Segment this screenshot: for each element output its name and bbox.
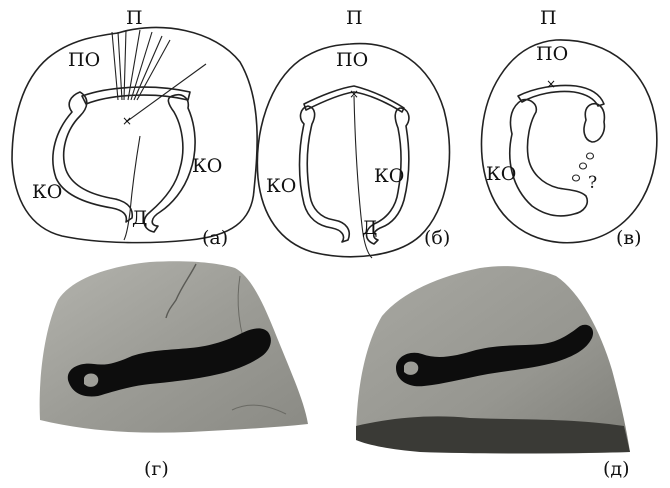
panel-a-caption: (а) <box>202 227 228 249</box>
panel-a-diagonal <box>126 64 206 122</box>
panel-a-label-bottom: Д <box>132 207 147 229</box>
panel-c-dot-2 <box>580 163 587 169</box>
panel-b-outline <box>257 44 449 257</box>
panel-c-left-element <box>510 100 587 216</box>
panel-c-caption: (в) <box>616 227 642 249</box>
panel-b-label-top: П <box>346 7 363 29</box>
panel-a-label-right: КО <box>192 155 222 177</box>
panel-c-label-upper: ПО <box>536 43 568 65</box>
panel-b-label-right: КО <box>374 165 404 187</box>
panel-c-diagram: × П ПО КО ? (в) <box>482 7 657 249</box>
panel-c-label-left: КО <box>486 163 516 185</box>
panel-c-label-top: П <box>540 7 557 29</box>
panel-c-outline <box>482 40 657 243</box>
panel-a-left-element <box>53 92 132 222</box>
photo-g-caption: (г) <box>144 458 169 480</box>
panel-c-question-mark: ? <box>588 173 597 193</box>
panel-a-label-upper: ПО <box>68 49 100 71</box>
panel-b-caption: (б) <box>424 227 450 249</box>
panel-c-right-lobe <box>584 104 604 142</box>
panel-a-right-element <box>144 95 195 232</box>
panel-b-label-left: КО <box>266 175 296 197</box>
panel-c-upper-band <box>518 85 604 106</box>
panel-b-diagram: × П ПО КО КО Д (б) <box>257 7 450 258</box>
panel-c-dot-1 <box>587 153 594 159</box>
panel-a-center-mark: × <box>122 114 132 128</box>
panel-a-diagram: × П ПО КО КО Д (а) <box>12 7 257 249</box>
panel-b-left-element <box>300 106 350 242</box>
panel-c-center-mark: × <box>546 77 556 91</box>
panel-b-center-mark: × <box>349 87 359 101</box>
photo-d-fossil: (д) <box>356 266 630 480</box>
panel-a-label-top: П <box>126 7 143 29</box>
panel-c-dot-3 <box>573 175 580 181</box>
panel-a-rays <box>112 30 170 100</box>
panel-a-label-left: КО <box>32 181 62 203</box>
photo-d-caption: (д) <box>603 458 630 480</box>
panel-b-label-upper: ПО <box>336 49 368 71</box>
photo-g-fossil: (г) <box>40 261 308 480</box>
panel-b-label-bottom: Д <box>362 217 377 239</box>
